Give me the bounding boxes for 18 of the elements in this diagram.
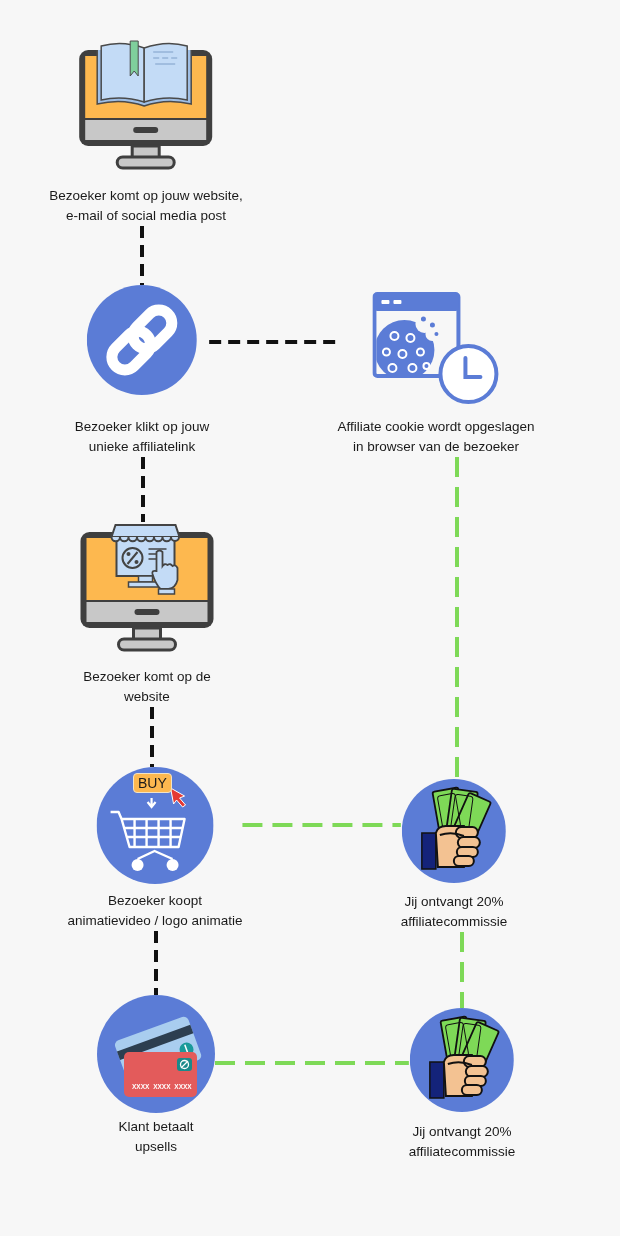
step-caption: Klant betaalt upsells [118, 1118, 194, 1156]
step-caption: Bezoeker koopt animatievideo / logo animatie [67, 892, 243, 930]
dashed-connector [154, 931, 158, 995]
dashed-connector [141, 457, 145, 522]
dashed-connector [460, 932, 464, 1008]
step-caption: Jij ontvangt 20% affiliatecommissie [400, 893, 508, 931]
dashed-connector [242, 823, 401, 827]
step-caption: Bezoeker klikt op jouw unieke affiliatelink [74, 418, 210, 456]
step-caption: Bezoeker komt op de website [83, 668, 211, 706]
dashed-connector [140, 226, 144, 285]
step-caption: Jij ontvangt 20% affiliatecommissie [408, 1123, 516, 1161]
dashed-connector [150, 707, 154, 767]
dashed-connector [455, 457, 459, 779]
dashed-connector [209, 340, 338, 344]
dashed-connector [215, 1061, 409, 1065]
step-caption: Affiliate cookie wordt opgeslagen in browser van de bezoeker [337, 418, 535, 456]
buy-tag: BUY [133, 773, 172, 793]
step-caption: Bezoeker komt op jouw website, e-mail of social media post [49, 187, 243, 225]
